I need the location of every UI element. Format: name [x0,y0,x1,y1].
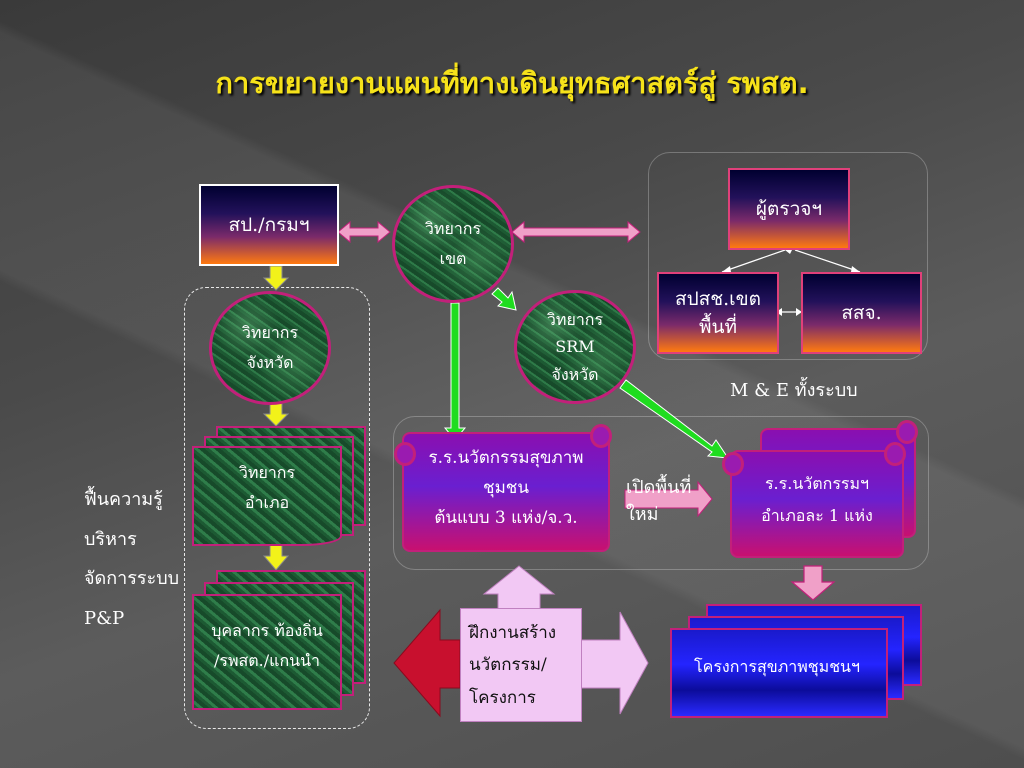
scroll-district-school-label: ร.ร.นวัตกรรมฯ อำเภอละ 1 แห่ง [761,474,873,525]
new-area-label: เปิดพื้นที่ ใหม่ [626,477,692,525]
pink-double-arrow-right [511,220,641,244]
circle-srm: วิทยากร SRM จังหวัด [514,290,636,404]
green-arrow-down [443,302,467,441]
scroll-curl [590,424,612,448]
box-ssj: สสจ. [801,272,922,354]
yellow-arrow-2 [262,401,290,427]
stack-projects-label: โครงการสุขภาพชุมชนฯ [694,657,860,676]
box-ssj-label: สสจ. [841,302,882,324]
box-spsch: สปสช.เขต พื้นที่ [657,272,779,354]
stack-projects: โครงการสุขภาพชุมชนฯ [670,604,924,722]
box-sp-krom-label: สป./กรมฯ [228,214,310,236]
stack-district: วิทยากร อำเภอ [192,422,368,546]
stack-district-page [192,446,342,546]
left-side-text: ฟื้นความรู้ บริหาร จัดการระบบ P&P [84,480,179,638]
left-side-line: จัดการระบบ [84,568,180,590]
box-inspector-label: ผู้ตรวจฯ [755,198,823,220]
stack-local-page [192,594,342,710]
green-arrow-srm [491,287,517,311]
callout-training: ฝึกงานสร้าง นวัตกรรม/ โครงการ [460,608,582,722]
circle-province-label: วิทยากร จังหวัด [241,322,299,372]
scroll-curl [722,452,744,476]
me-label: M & E ทั้งระบบ [730,380,858,401]
callout-training-body: ฝึกงานสร้าง นวัตกรรม/ โครงการ [460,608,582,722]
stack-local-label: บุคลากร ท้องถิ่น /รพสต./แกนนำ [211,621,323,671]
stack-projects-page [670,628,888,718]
stack-district-label: วิทยากร อำเภอ [238,463,296,513]
left-side-line: P&P [84,607,125,629]
page-title: การขยายงานแผนที่ทางเดินยุทธศาสตร์สู่ รพส… [215,66,809,100]
pink-arrow-new-area [624,480,713,518]
box-sp-krom: สป./กรมฯ [199,184,339,266]
scroll-curl [884,442,906,466]
box-inspector: ผู้ตรวจฯ [728,168,850,250]
stack-local: บุคลากร ท้องถิ่น /รพสต./แกนนำ [192,566,368,712]
pink-arrow-right [579,611,649,715]
yellow-arrow-1 [262,265,290,291]
callout-training-label: ฝึกงานสร้าง นวัตกรรม/ โครงการ [469,623,557,708]
scroll-curl [394,442,416,466]
circle-province: วิทยากร จังหวัด [209,291,331,405]
pink-arrow-down [790,565,836,601]
scroll-district-school: ร.ร.นวัตกรรมฯ อำเภอละ 1 แห่ง [722,442,906,558]
scroll-model-school: ร.ร.นวัตกรรมสุขภาพ ชุมชน ต้นแบบ 3 แห่ง/จ… [394,424,612,552]
left-side-line: บริหาร [84,528,137,550]
scroll-model-school-label: ร.ร.นวัตกรรมสุขภาพ ชุมชน ต้นแบบ 3 แห่ง/จ… [428,448,584,528]
pink-arrow-up [482,565,556,611]
circle-region-label: วิทยากร เขต [424,218,482,268]
me-line-left [721,249,786,273]
red-arrow-left [393,608,461,718]
circle-region: วิทยากร เขต [392,185,514,303]
me-panel [648,152,928,360]
scroll-curl [896,420,918,444]
me-line-right [794,249,861,273]
green-arrow-diagonal [619,379,730,459]
circle-srm-label: วิทยากร SRM จังหวัด [546,310,604,384]
left-side-line: ฟื้นความรู้ [84,489,163,510]
box-spsch-label: สปสช.เขต พื้นที่ [674,287,761,339]
pink-double-arrow-left [337,220,391,244]
